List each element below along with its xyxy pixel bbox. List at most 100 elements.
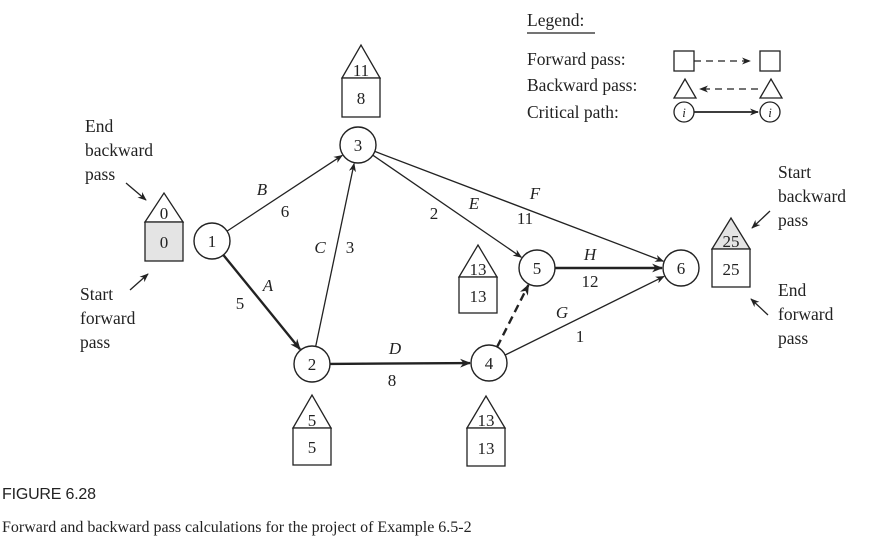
activity-A-duration: 5 [236,294,245,313]
annotation-start-backward-line1: Start [778,162,811,182]
activity-D-name: D [388,339,402,358]
node-5-circle [518,249,556,287]
legend: Legend: Forward pass: Backward pass: Cri… [527,10,784,123]
annotation-start-forward-arrow-icon [129,273,149,291]
figure-caption: Forward and backward pass calculations f… [2,519,472,536]
node-3-circle [339,126,377,164]
activity-C-duration: 3 [346,238,355,257]
annotation-start-backward-arrow-icon [751,210,771,229]
annotation-end-forward-arrow-icon [750,298,769,316]
annotation-end-backward: End backward pass [85,116,153,201]
node-1-forward-value: 0 [160,233,169,252]
node-1-backward-value: 0 [160,204,169,223]
activity-edge-B [226,154,343,232]
node-1-circle [193,222,231,260]
node-3-label: 3 [354,136,363,155]
node-4-backward-value: 13 [478,411,495,430]
node-4-circle [470,344,508,382]
node-2-circle [293,345,331,383]
annotation-start-backward: Start backward pass [751,162,846,230]
legend-forward-box-end-icon [759,50,781,72]
node-2-times: 5 5 [291,393,333,466]
node-2-forward-box [292,427,332,466]
node-6-label: 6 [677,259,686,278]
node-4-times: 13 13 [465,394,507,467]
legend-backward-triangle-end-icon [758,77,784,99]
activity-D-duration: 8 [388,371,397,390]
activity-edge-G [504,275,665,356]
annotation-start-forward-line1: Start [80,284,113,304]
node-3-times: 11 8 [340,43,382,118]
node-5: 5 [518,249,556,287]
node-4: 4 [470,344,508,382]
node-6-backward-value: 25 [723,232,740,251]
node-6-forward-box [711,248,751,288]
legend-backward-triangle-start-icon [672,77,698,99]
node-3-backward-value: 11 [353,61,369,80]
activity-edge-A [222,254,301,351]
legend-forward-box-start-icon [673,50,695,72]
annotation-end-backward-arrow-icon [125,182,147,201]
node-5-label: 5 [533,259,542,278]
activity-edge-E [372,154,523,258]
activity-G-duration: 1 [576,327,585,346]
activity-F-duration: 11 [517,209,533,228]
activity-H-name: H [583,245,598,264]
annotation-end-forward-line3: pass [778,328,808,348]
node-5-times: 13 13 [457,243,499,314]
legend-critical-node-end-icon [759,101,781,123]
activity-edge-C [315,162,356,347]
node-4-forward-value: 13 [478,439,495,458]
activity-E-name: E [468,194,480,213]
legend-backward-label: Backward pass: [527,75,637,95]
activity-edge-D [329,358,472,368]
dummy-activity-edge-4-5 [496,283,530,348]
node-1: 1 [193,222,231,260]
activity-C-name: C [314,238,326,257]
activity-F-name: F [529,184,541,203]
node-1-label: 1 [208,232,217,251]
legend-forward-label: Forward pass: [527,49,626,69]
node-5-forward-value: 13 [470,287,487,306]
node-1-forward-box [144,221,184,262]
annotation-start-forward-line2: forward [80,308,136,328]
activity-edge-F [374,150,665,262]
activity-E-duration: 2 [430,204,439,223]
node-6-circle [662,249,700,287]
annotation-end-backward-line2: backward [85,140,153,160]
legend-critical-node-start-label: i [682,105,686,120]
annotation-start-forward: Start forward pass [80,273,149,352]
node-1-times: 0 0 [143,191,185,262]
activity-G-name: G [556,303,568,322]
node-4-label: 4 [485,354,494,373]
figure-number: FIGURE 6.28 [2,486,96,503]
node-4-forward-box [466,427,506,467]
annotation-end-forward-line2: forward [778,304,834,324]
annotation-end-forward: End forward pass [750,280,834,348]
legend-critical-node-end-label: i [768,105,772,120]
activity-B-name: B [257,180,268,199]
node-2: 2 [293,345,331,383]
annotation-start-backward-line3: pass [778,210,808,230]
activity-A-name: A [262,276,274,295]
node-3-forward-box [341,77,381,118]
node-3-forward-value: 8 [357,89,366,108]
activity-H-duration: 12 [582,272,599,291]
activity-labels: B 6 A 5 C 3 D 8 E 2 F 11 G 1 H 12 [236,180,599,390]
node-2-backward-value: 5 [308,411,317,430]
node-6-forward-value: 25 [723,260,740,279]
node-2-label: 2 [308,355,317,374]
node-5-backward-value: 13 [470,260,487,279]
legend-title: Legend: [527,10,584,30]
annotation-start-forward-line3: pass [80,332,110,352]
annotation-end-backward-line3: pass [85,164,115,184]
node-5-forward-box [458,276,498,314]
node-2-forward-value: 5 [308,438,317,457]
annotation-end-forward-line1: End [778,280,806,300]
activity-edges [222,150,665,368]
annotation-end-backward-line1: End [85,116,113,136]
node-6-times: 25 25 [710,216,752,288]
legend-critical-label: Critical path: [527,102,619,122]
annotation-start-backward-line2: backward [778,186,846,206]
